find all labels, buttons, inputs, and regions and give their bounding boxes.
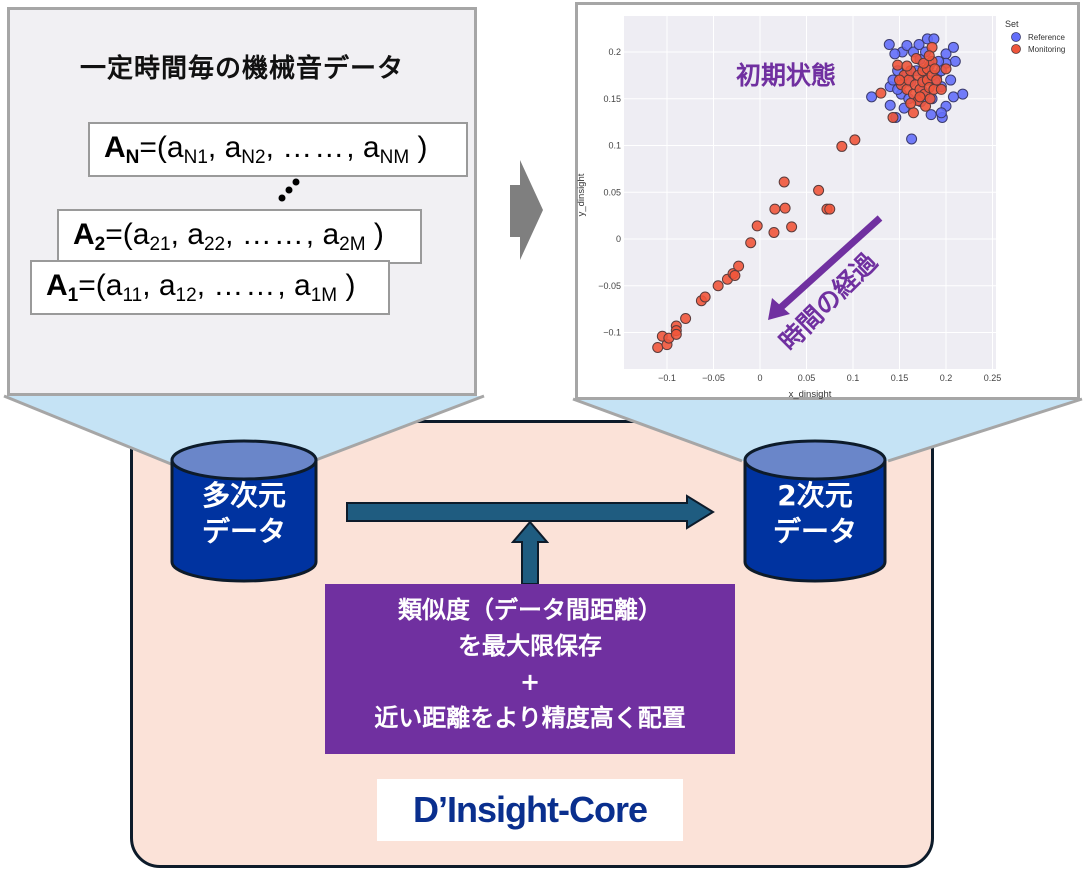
svg-text:Monitoring: Monitoring [1028, 45, 1065, 54]
data-point [925, 109, 937, 121]
data-point [889, 48, 901, 60]
svg-text:0.1: 0.1 [608, 141, 621, 151]
data-point [905, 97, 917, 109]
data-point [918, 57, 930, 69]
data-point [914, 91, 926, 103]
gray-right-arrow-icon [510, 160, 543, 260]
transform-arrow-icon [346, 494, 715, 530]
x-axis-label: x_dinsight [789, 389, 832, 400]
data-point [947, 41, 959, 53]
data-point [875, 87, 887, 99]
data-point [729, 269, 741, 281]
svg-text:0.15: 0.15 [603, 94, 621, 104]
data-point [699, 291, 711, 303]
initial-state-annotation: 初期状態 [736, 61, 836, 90]
svg-text:Set: Set [1005, 19, 1019, 29]
data-point [906, 133, 918, 145]
data-point [786, 221, 798, 233]
method-line-1: 類似度（データ間距離） [398, 596, 662, 624]
data-point [945, 74, 957, 86]
scatter-chart: −0.1 −0.05 0 0.05 0.1 0.15 0.2 0.25 −0.1 −0.05 0 0.… [576, 16, 1065, 400]
data-point [931, 74, 943, 86]
data-point [824, 203, 836, 215]
data-point [907, 107, 919, 119]
method-description-box: 類似度（データ間距離） を最大限保存 + 近い距離をより精度高く配置 [325, 584, 735, 754]
svg-text:−0.1: −0.1 [603, 328, 621, 338]
data-point [901, 60, 913, 72]
data-point [924, 93, 936, 105]
data-point [923, 50, 935, 62]
data-point [769, 203, 781, 215]
raw-data-title: 一定時間毎の機械音データ [79, 54, 404, 84]
monitoring-series [652, 41, 952, 353]
data-point [949, 55, 961, 67]
diagonal-dots-icon [278, 178, 300, 202]
data-point [652, 341, 664, 353]
method-line-2: を最大限保存 [458, 632, 602, 660]
data-point [670, 328, 682, 340]
svg-text:−0.1: −0.1 [658, 373, 676, 383]
data-point [892, 59, 904, 71]
data-point [836, 140, 848, 152]
up-arrow-icon [511, 520, 549, 585]
svg-text:0: 0 [757, 373, 762, 383]
data-point [733, 260, 745, 272]
data-point [940, 63, 952, 75]
svg-text:−0.05: −0.05 [702, 373, 725, 383]
vector-row-n: AN=(aN1, aN2, ……, aNM ) [88, 122, 468, 177]
data-point [929, 63, 941, 75]
y-axis-label: y_dinsight [576, 173, 587, 216]
raw-data-card [7, 7, 477, 396]
data-point [813, 184, 825, 196]
brand-label: D’Insight-Core [377, 779, 683, 841]
data-point [768, 226, 780, 238]
data-point [901, 39, 913, 51]
data-point [884, 99, 896, 111]
svg-text:0.05: 0.05 [603, 187, 621, 197]
svg-text:0.05: 0.05 [798, 373, 816, 383]
data-point [849, 134, 861, 146]
svg-text:0: 0 [616, 234, 621, 244]
multidimensional-data-db-icon [170, 439, 318, 583]
multidimensional-data-label: 多次元データ [201, 479, 286, 548]
vector-row-2: A2=(a21, a22, ……, a2M ) [57, 209, 422, 264]
two-dimensional-data-label: 2次元データ [772, 479, 857, 548]
data-point [935, 83, 947, 95]
time-passage-arrow-icon [768, 215, 883, 320]
data-point [680, 312, 692, 324]
svg-text:0.15: 0.15 [891, 373, 909, 383]
data-point [779, 202, 791, 214]
svg-text:−0.05: −0.05 [598, 281, 621, 291]
data-point [866, 91, 878, 103]
data-point [745, 237, 757, 249]
two-dimensional-data-db-icon [743, 439, 887, 583]
data-point [887, 111, 899, 123]
vector-row-1: A1=(a11, a12, ……, a1M ) [30, 260, 390, 315]
svg-text:Reference: Reference [1028, 33, 1065, 42]
data-point [913, 39, 925, 51]
chart-legend: Set Reference Monitoring [1005, 19, 1065, 54]
svg-text:0.2: 0.2 [608, 47, 621, 57]
data-point [883, 39, 895, 51]
data-point [751, 220, 763, 232]
svg-text:0.25: 0.25 [984, 373, 1002, 383]
method-line-3: + [519, 668, 541, 696]
data-point [947, 91, 959, 103]
grid-lines [624, 16, 996, 369]
axis-ticks: −0.1 −0.05 0 0.05 0.1 0.15 0.2 0.25 −0.1 −0.05 0 0.… [598, 47, 1001, 383]
method-line-4: 近い距離をより精度高く配置 [374, 704, 686, 732]
svg-text:0.2: 0.2 [940, 373, 953, 383]
data-point [957, 88, 969, 100]
data-point [935, 107, 947, 119]
data-point [894, 74, 905, 86]
data-point [712, 280, 724, 292]
data-point [778, 176, 790, 188]
svg-text:0.1: 0.1 [847, 373, 860, 383]
